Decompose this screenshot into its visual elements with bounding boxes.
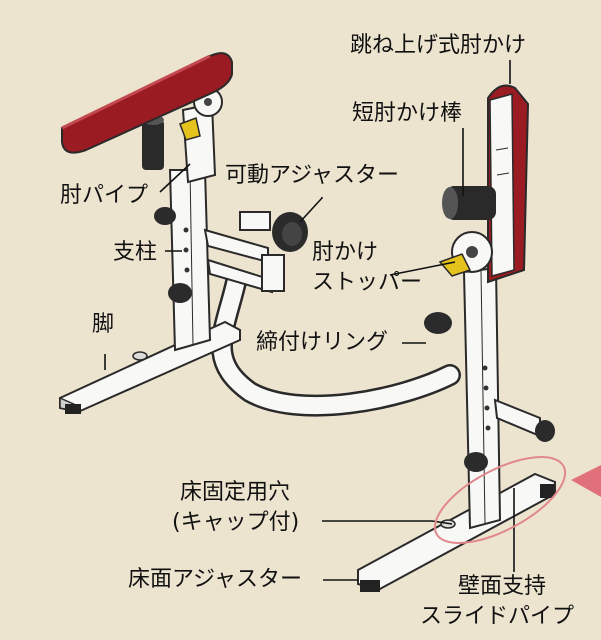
label-leg: 脚 <box>92 312 115 337</box>
label-floor-adjuster: 床面アジャスター <box>128 567 303 592</box>
right-pillar <box>462 266 502 530</box>
label-adjustable-adjuster: 可動アジャスター <box>225 163 400 188</box>
highlight-ellipse <box>433 456 567 544</box>
right-tightening-knob <box>424 312 452 334</box>
left-armrest <box>61 52 233 154</box>
left-tightening-knob-upper <box>154 207 176 225</box>
label-wall-support-line2: スライドパイプ <box>420 604 575 629</box>
label-pillar: 支柱 <box>113 240 158 265</box>
label-armrest-stopper-line2: ストッパー <box>312 270 423 295</box>
left-base-leg <box>59 320 241 414</box>
wall-support-slide-pipe <box>493 398 555 442</box>
label-flip-up-armrest: 跳ね上げ式肘かけ <box>350 33 527 58</box>
armrest-stopper <box>438 231 493 277</box>
right-lower-knob <box>464 452 488 472</box>
right-flip-up-armrest <box>487 84 530 284</box>
pointer-arrow <box>571 465 601 497</box>
left-tightening-knob-lower <box>168 283 192 303</box>
leader-lines <box>104 60 515 581</box>
left-crossbar <box>203 228 285 294</box>
label-wall-support-line1: 壁面支持 <box>458 574 547 599</box>
label-short-armrest-bar: 短肘かけ棒 <box>352 101 463 126</box>
label-elbow-pipe: 肘パイプ <box>60 183 149 208</box>
label-armrest-stopper-line1: 肘かけ <box>312 240 379 265</box>
short-armrest-bar <box>442 186 496 220</box>
label-floor-fixing-hole-line1: 床固定用穴 <box>180 480 291 505</box>
label-floor-fixing-hole-line2: (キャップ付) <box>172 510 300 535</box>
left-pillar <box>168 169 212 352</box>
label-tightening-ring: 締付けリング <box>256 330 389 355</box>
adjustable-adjuster-knob <box>239 211 308 252</box>
